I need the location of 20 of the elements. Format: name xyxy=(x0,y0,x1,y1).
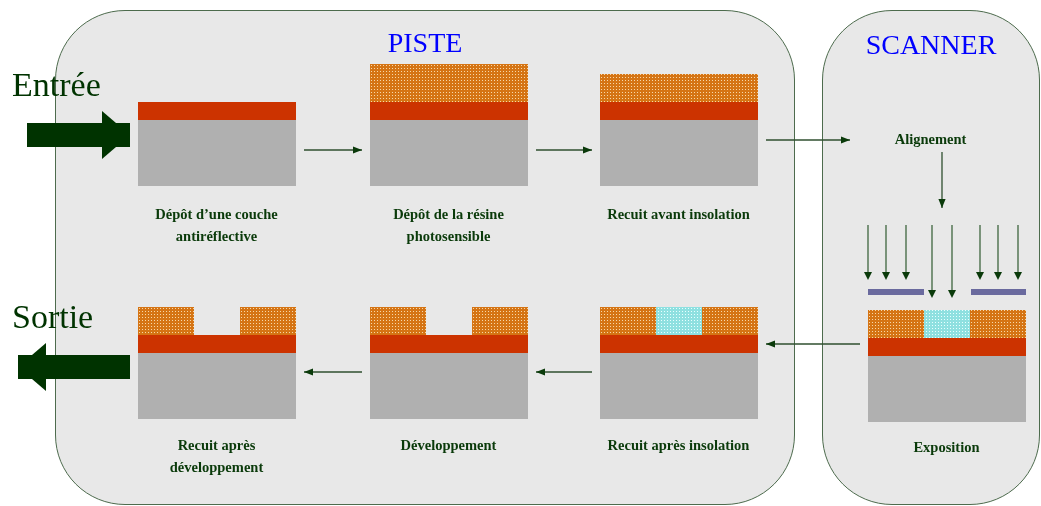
arrow xyxy=(765,340,861,348)
step-caption: Exposition xyxy=(913,437,980,457)
step-caption: Dépôt de la résine photosensible xyxy=(392,204,505,246)
station-title: PISTE xyxy=(387,29,463,57)
arrow xyxy=(765,136,851,144)
step-caption: Recuit après insolation xyxy=(607,435,750,455)
station-panel xyxy=(822,10,1040,505)
step-caption: Recuit après développement xyxy=(168,435,265,477)
arrow xyxy=(303,146,363,154)
arrow xyxy=(535,368,593,376)
step-caption: Alignement xyxy=(851,127,1010,150)
station-title: SCANNER xyxy=(865,31,997,59)
arrow xyxy=(535,146,593,154)
arrow xyxy=(303,368,363,376)
block-arrow xyxy=(18,343,130,391)
step-caption: Dépôt d’une couche antiréflective xyxy=(154,204,279,246)
step-caption: Développement xyxy=(400,435,497,455)
step-caption: Recuit avant insolation xyxy=(607,204,750,224)
block-arrow xyxy=(27,111,130,159)
arrow xyxy=(938,151,946,209)
